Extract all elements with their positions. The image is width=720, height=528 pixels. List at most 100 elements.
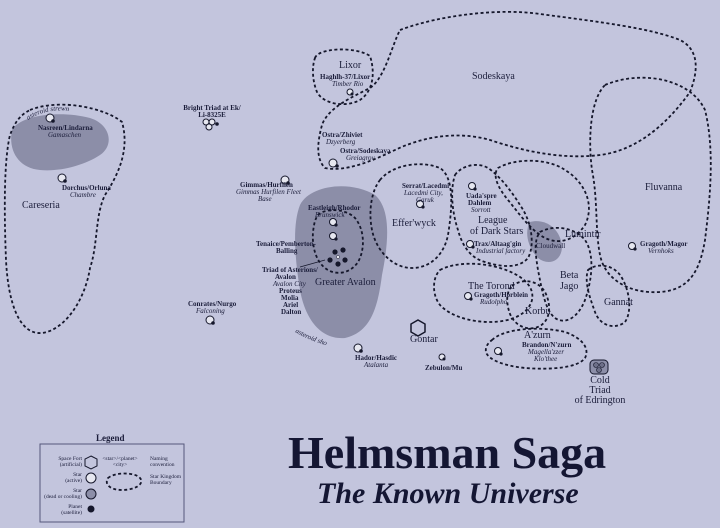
gimmas-name: Gimmas/Hurfilen [240, 181, 293, 189]
legend-star-active-label: Star(active) [65, 472, 82, 484]
legend-space-fort-label: Space Fort(artificial) [58, 456, 82, 468]
conrates-name: Conrates/Nurgo [188, 300, 237, 308]
sodeskaya-label: Sodeskaya [472, 71, 515, 82]
conrates-city: Falconing [195, 307, 225, 315]
gimmas-system[interactable] [280, 175, 290, 185]
eastleigh-system[interactable] [329, 218, 338, 227]
brandon-system[interactable] [494, 347, 503, 356]
legend: Legend Space Fort(artificial) Star(activ… [39, 433, 185, 523]
conrates-system[interactable] [205, 315, 215, 325]
hador-name: Hador/Hasdic [355, 354, 397, 362]
gragoth-horblein-name: Gragoth/Horblein [474, 291, 528, 299]
tenaice-name: Tenaice/Pemberton-Balling [256, 240, 317, 255]
map-subtitle: The Known Universe [317, 477, 579, 510]
lumintir-label: Lumintir [565, 229, 601, 240]
serrat-city: Lacedmi City,Garuk [403, 189, 443, 204]
nasreen-nebula [11, 114, 109, 171]
ostra-system[interactable] [328, 158, 339, 168]
cold-triad-system[interactable] [589, 359, 609, 375]
gragoth-magor-city: Vernhoks [648, 247, 674, 255]
gragoth-magor-name: Gragoth/Magor [640, 240, 687, 248]
brandon-name: Brandon/N'zurn [522, 341, 572, 349]
ostra-sodeskaya-name: Ostra/Sodeskaya [340, 147, 391, 155]
lixor-label: Lixor [339, 60, 362, 71]
beta-jago-boundary [534, 226, 593, 322]
bright-triad-name: Bright Triad at Ek/Li-8325E [183, 104, 242, 119]
gontar-space-fort-icon[interactable] [410, 319, 426, 337]
hador-system[interactable] [353, 343, 363, 353]
dorchus-system[interactable] [57, 173, 67, 183]
nasreen-system[interactable] [45, 113, 55, 123]
korbu-label: Korbu [525, 306, 551, 317]
torond-label: The Torond [468, 281, 515, 292]
haghlh-city: Timber Rio [332, 80, 364, 88]
legend-boundary-icon [105, 472, 143, 491]
uadaspre-city: Sorrott [471, 206, 492, 214]
avalon-triad-system[interactable] [327, 247, 348, 267]
zebulon-name: Zebulon/Mu [425, 364, 462, 372]
sodeskaya-boundary [317, 10, 697, 170]
uadaspre-system[interactable] [468, 182, 477, 191]
haghlh-name: Haghlh-37/Lixor [320, 73, 370, 81]
trax-city: Industrial factory [475, 247, 526, 255]
haghlh-system[interactable] [346, 88, 354, 96]
torond-boundary [433, 262, 534, 323]
gragoth-magor-system[interactable] [628, 242, 637, 251]
careseria-label: Careseria [22, 200, 60, 211]
ostra-sodeskaya-city: Greiagrov [346, 154, 376, 162]
eastleigh-name: Eastleigh/Rhodor [308, 204, 361, 212]
league-dark-stars-boundary [451, 164, 533, 267]
avalon-name: Triad of Asterions/Avalon [262, 266, 319, 281]
korbu-boundary [506, 280, 551, 330]
dorchus-name: Dorchus/Orluna [62, 184, 111, 192]
legend-box [39, 443, 185, 523]
dorchus-city: Chambre [70, 191, 96, 199]
azurn-label: A'zurn [524, 330, 551, 341]
gontar-label: Gontar [410, 334, 438, 345]
careseria-boundary [3, 103, 126, 334]
nasreen-name: Nasreen/Lindarna [38, 124, 93, 132]
gragoth-horblein-system[interactable] [464, 292, 473, 301]
fluvanna-label: Fluvanna [645, 182, 683, 193]
lixor-boundary [312, 48, 374, 106]
trax-system[interactable] [466, 240, 475, 249]
serrat-name: Serrat/Lacedmi [402, 182, 449, 190]
avalon-cloud [295, 186, 388, 339]
legend-star-dead-label: Star(dead or cooling) [44, 488, 82, 500]
legend-title: Legend [96, 433, 125, 443]
legend-star-dead-icon [85, 488, 97, 500]
bright-triad-system[interactable] [202, 118, 219, 131]
avalon-city: Avalon City [272, 280, 307, 288]
serrat-system[interactable] [416, 200, 425, 209]
legend-space-fort-icon [84, 455, 98, 470]
ostra-zhiviet-city: Dzyerberg [325, 138, 356, 146]
legend-naming-sample: <star>/<planet><city> [102, 456, 137, 468]
greater-avalon-label: Greater Avalon [315, 277, 376, 288]
efferwyck-label: Effer'wyck [392, 218, 436, 229]
nasreen-city: Gamaschen [48, 131, 82, 139]
gannat-label: Gannat [604, 297, 633, 308]
trax-name: Trax/Altaag'gin [474, 240, 521, 248]
tenaice-system[interactable] [329, 232, 338, 241]
gragoth-horblein-city: Rudolpho [479, 298, 508, 306]
legend-planet-icon [87, 505, 95, 513]
efferwyck-boundary [369, 163, 453, 269]
gannat-boundary [585, 264, 631, 327]
legend-star-active-icon [85, 472, 97, 484]
greater-avalon-boundary [311, 209, 364, 274]
avalon-leader-line [299, 259, 326, 268]
eastleigh-city: Brunswick [315, 211, 345, 219]
cloudwall-label: Cloudwall [536, 242, 565, 250]
zebulon-system[interactable] [438, 353, 446, 361]
map-title: Helmsman Saga [288, 427, 606, 478]
